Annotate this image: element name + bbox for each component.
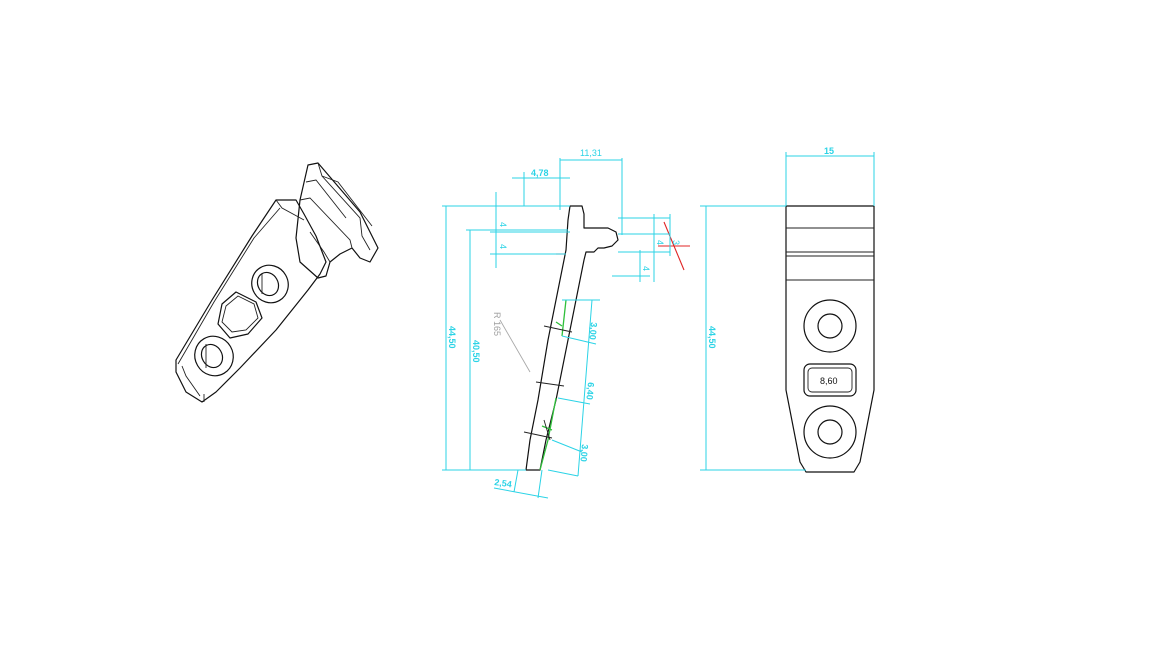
- dim-bottom: 2,54: [494, 477, 513, 489]
- dim-radius: R 165: [492, 312, 502, 336]
- isometric-view: [175, 162, 379, 403]
- dim-left-a: 4: [498, 222, 508, 227]
- dim-left-b: 4: [498, 244, 508, 249]
- dim-inner-height: 40,50: [471, 340, 481, 363]
- dim-right-b: 4: [641, 266, 651, 271]
- side-view: 11,31 4,78 4 4 4 4 3 44,50 40,50 R 165 3…: [442, 148, 690, 499]
- dim-right-a: 4: [655, 240, 665, 245]
- dim-seg-3: 3,00: [578, 444, 589, 462]
- front-view: 8,60 15 44,50: [700, 146, 875, 473]
- dim-seg-1: 3,00: [587, 322, 598, 340]
- dim-top-width: 11,31: [580, 148, 602, 158]
- dim-total-height: 44,50: [447, 326, 457, 349]
- dim-seg-2: 6,40: [584, 382, 595, 400]
- dim-front-height: 44,50: [707, 326, 717, 349]
- dim-front-width: 15: [824, 146, 834, 156]
- dim-slot: 8,60: [820, 376, 838, 386]
- dim-hook-width: 4,78: [531, 168, 549, 178]
- dim-right-c: 3: [671, 240, 681, 245]
